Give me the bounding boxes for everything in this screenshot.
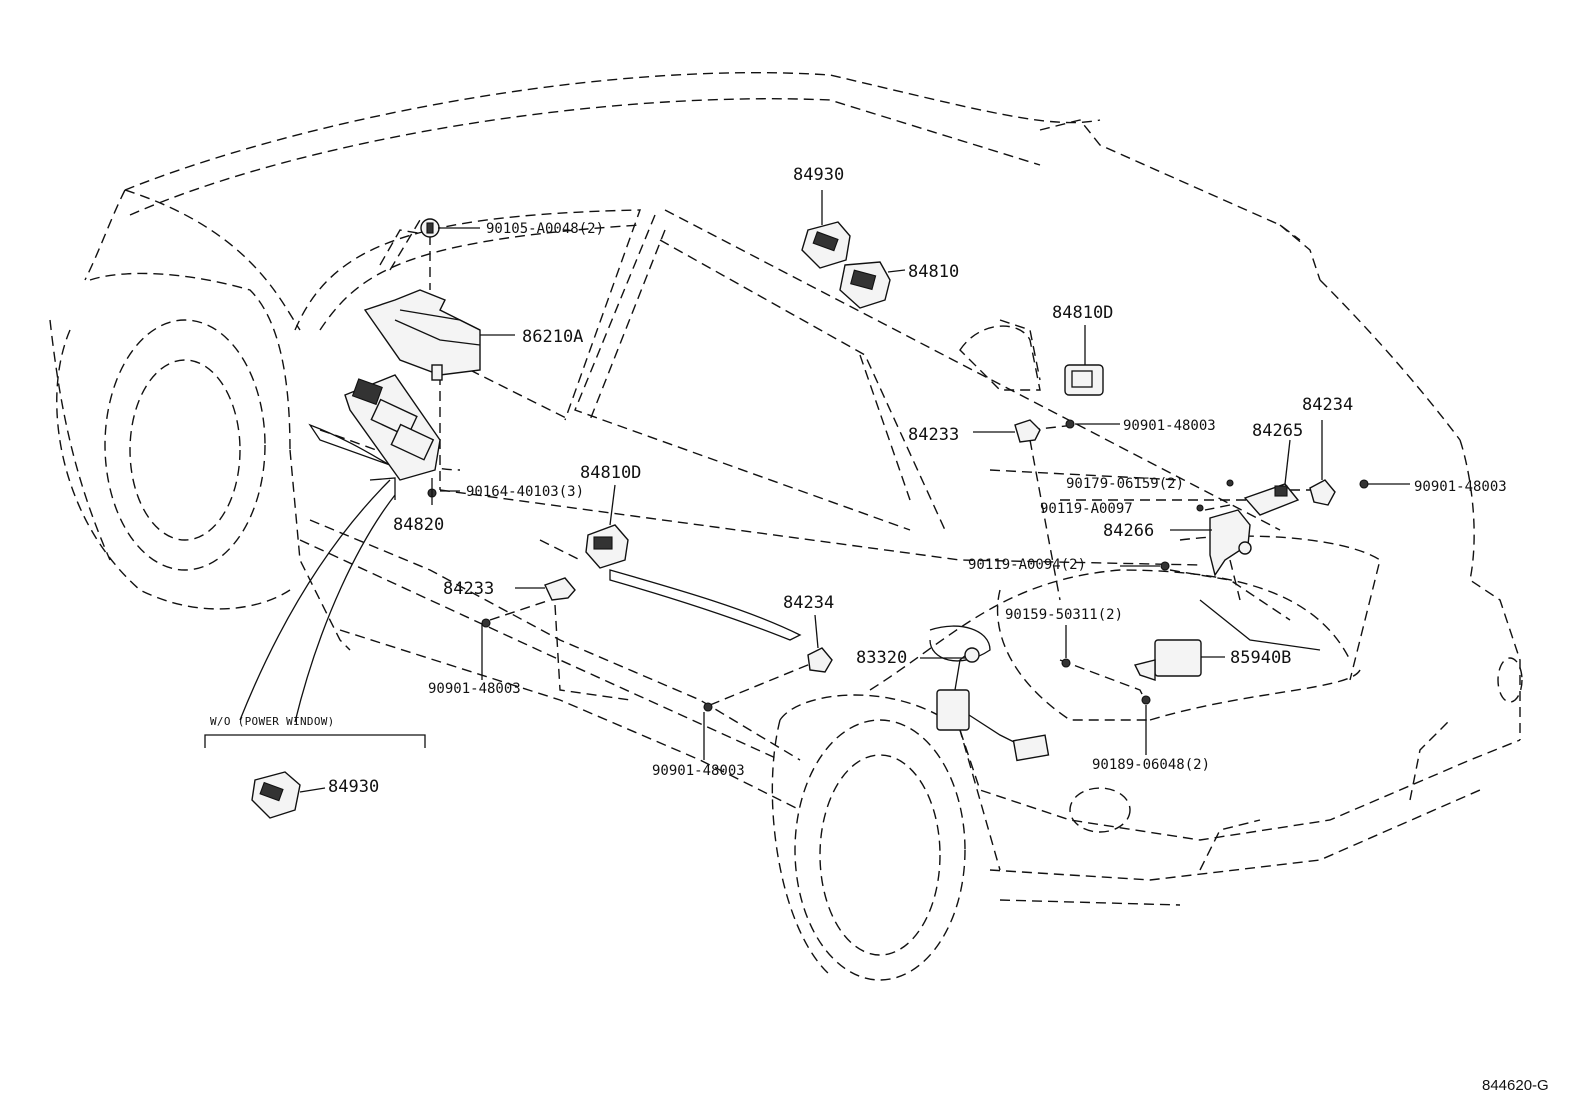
label-90164: 90164-40103(3) xyxy=(466,484,584,500)
label-90119-A0094: 90119-A0094(2) xyxy=(968,557,1086,573)
label-90119-A0097: 90119-A0097 xyxy=(1040,501,1133,517)
label-84810: 84810 xyxy=(908,262,959,282)
figure-reference: 844620-G xyxy=(1482,1077,1549,1094)
switch-84265-icon xyxy=(1243,439,1300,516)
label-wo-power-window: W/O (POWER WINDOW) xyxy=(210,715,335,728)
label-84930-bottom: 84930 xyxy=(328,777,379,797)
label-90189: 90189-06048(2) xyxy=(1092,757,1210,773)
label-90901-d: 90901-48003 xyxy=(652,763,745,779)
label-84930-top: 84930 xyxy=(793,165,844,185)
label-84233-right: 84233 xyxy=(908,425,959,445)
label-84234-right: 84234 xyxy=(1302,395,1353,415)
label-90159: 90159-50311(2) xyxy=(1005,607,1123,623)
label-90901-c: 90901-48003 xyxy=(428,681,521,697)
sensor-84233-left-icon xyxy=(515,577,576,601)
label-84810D-right: 84810D xyxy=(1052,303,1113,323)
sensor-84233-right-icon xyxy=(973,419,1041,443)
sensor-84234-mid-icon xyxy=(807,614,833,673)
label-84234-mid: 84234 xyxy=(783,593,834,613)
sensor-83320-icon xyxy=(920,647,1050,762)
label-90179: 90179-06159(2) xyxy=(1066,476,1184,492)
switch-84810D-left-icon xyxy=(585,484,629,569)
label-90901-b: 90901-48003 xyxy=(1414,479,1507,495)
label-84265: 84265 xyxy=(1252,421,1303,441)
switch-84930-top-icon xyxy=(801,190,851,269)
switch-84810D-right-icon xyxy=(1064,325,1104,396)
label-86210A: 86210A xyxy=(522,327,583,347)
switch-84930-bottom-icon xyxy=(251,771,326,819)
label-83320: 83320 xyxy=(856,648,907,668)
relay-85940B-icon xyxy=(1133,639,1225,681)
label-84266: 84266 xyxy=(1103,521,1154,541)
sensor-84234-right-icon xyxy=(1309,420,1336,506)
screw-90105-icon xyxy=(420,218,440,238)
label-85940B: 85940B xyxy=(1230,648,1291,668)
bolt-icons xyxy=(431,227,1410,760)
switch-84810-icon xyxy=(839,261,906,309)
window-switch-84820-icon xyxy=(344,374,441,498)
wo-bracket xyxy=(204,734,426,748)
label-90901-a: 90901-48003 xyxy=(1123,418,1216,434)
label-84820: 84820 xyxy=(393,515,444,535)
label-84233-left: 84233 xyxy=(443,579,494,599)
bracket-84266-icon xyxy=(1170,509,1252,577)
arrow-pointer-icon xyxy=(239,477,396,723)
vehicle-outline xyxy=(49,71,1523,981)
label-84810D-left: 84810D xyxy=(580,463,641,483)
leader-lines xyxy=(379,229,1320,706)
part-labels: 84930 84810 90105-A0048(2) 86210A 84810D… xyxy=(210,165,1549,1094)
label-90105: 90105-A0048(2) xyxy=(486,221,604,237)
module-86210A-icon xyxy=(363,289,481,381)
